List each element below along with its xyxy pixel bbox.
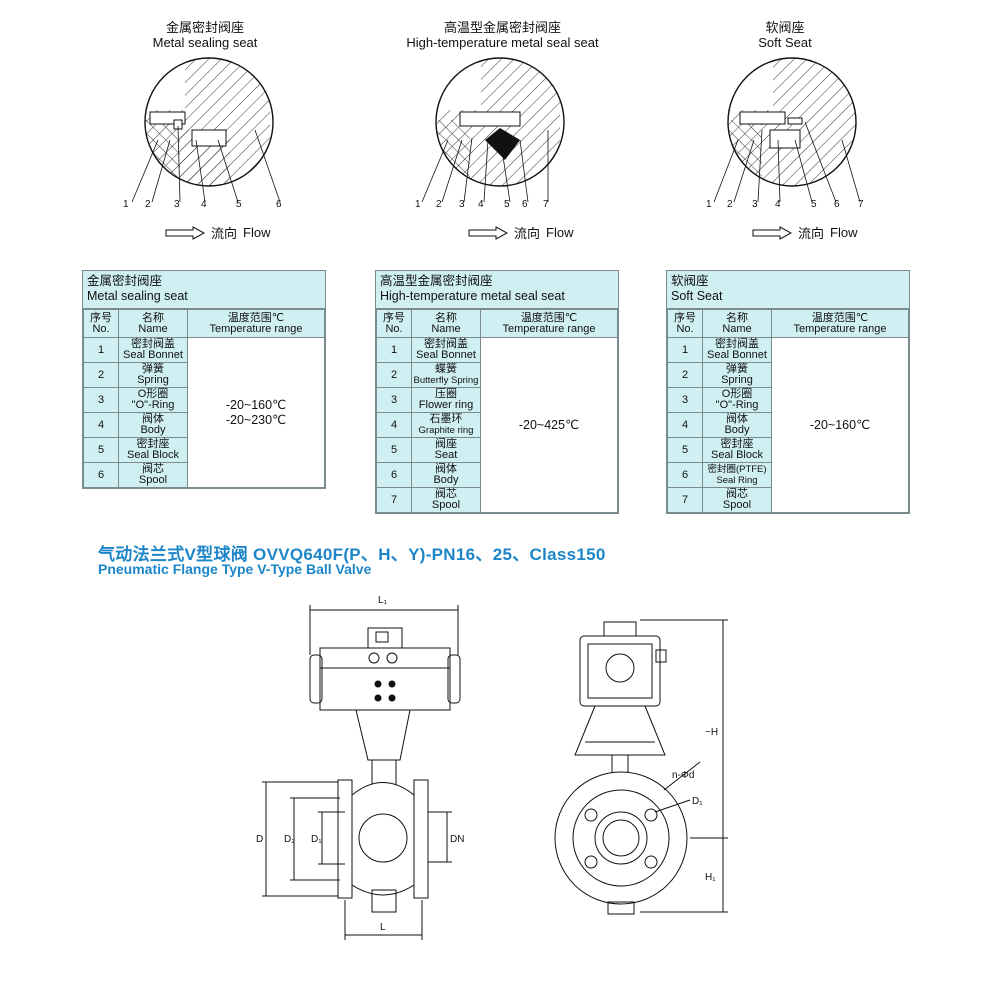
- detail1-caption: 金属密封阀座 Metal sealing seat: [130, 20, 280, 50]
- detail3-title-cn: 软阀座: [765, 20, 805, 35]
- dim-D: D: [256, 834, 263, 845]
- detail2-flow: 流向 Flow: [468, 223, 573, 242]
- product-title-en: Pneumatic Flange Type V-Type Ball Valve: [98, 561, 372, 577]
- dim-D2: D₂: [284, 834, 295, 845]
- detail1-flow-en: Flow: [243, 225, 271, 240]
- valve-drawings: L₁ D D₂ D₁ DN L ~H H₁ n-Φd D₁: [256, 595, 728, 940]
- dim-L: L: [380, 922, 386, 933]
- detail2-num-6: 6: [522, 199, 528, 210]
- detail1-num-4: 4: [201, 199, 207, 210]
- valve-side-view: [554, 619, 728, 915]
- dim-nd: n-Φd: [672, 770, 694, 781]
- detail2-num-2: 2: [436, 199, 442, 210]
- detail1-flow-cn: 流向: [211, 226, 238, 241]
- detail2-num-4: 4: [478, 199, 484, 210]
- table-high-temp-seat: 高温型金属密封阀座 High-temperature metal seal se…: [375, 270, 619, 514]
- detail2-title-cn: 高温型金属密封阀座: [443, 20, 561, 35]
- detail3-flow-cn: 流向: [798, 226, 825, 241]
- table2-temp: -20~425℃: [480, 337, 618, 513]
- detail2-num-1: 1: [415, 199, 421, 210]
- detail1-flow: 流向 Flow: [165, 223, 270, 242]
- detail1-title-en: Metal sealing seat: [152, 35, 258, 50]
- detail1-num-2: 2: [145, 199, 151, 210]
- detail-metal-seat: 1 2 3 4 5 6: [123, 57, 282, 210]
- detail3-num-1: 1: [706, 199, 712, 210]
- detail3-caption: 软阀座 Soft Seat: [735, 20, 835, 50]
- dim-H: ~H: [705, 727, 718, 738]
- table3-title: 软阀座 Soft Seat: [667, 271, 909, 309]
- detail2-num-7: 7: [543, 199, 549, 210]
- dim-H1: H₁: [705, 872, 716, 883]
- detail1-num-1: 1: [123, 199, 129, 210]
- detail1-num-5: 5: [236, 199, 242, 210]
- detail3-title-en: Soft Seat: [758, 35, 812, 50]
- detail1-num-3: 3: [174, 199, 180, 210]
- detail3-num-7: 7: [858, 199, 864, 210]
- table1-temp: -20~160℃-20~230℃: [187, 337, 325, 488]
- table2-title: 高温型金属密封阀座 High-temperature metal seal se…: [376, 271, 618, 309]
- detail2-num-5: 5: [504, 199, 510, 210]
- detail3-num-6: 6: [834, 199, 840, 210]
- table3-temp: -20~160℃: [771, 337, 909, 513]
- detail-soft-seat: 1 2 3 4 5 6 7: [706, 57, 864, 210]
- detail2-title-en: High-temperature metal seal seat: [406, 35, 599, 50]
- detail3-num-5: 5: [811, 199, 817, 210]
- detail-high-temp-seat: 1 2 3 4 5 6 7: [415, 57, 565, 210]
- valve-front-view: [262, 605, 461, 940]
- dim-D1-side: D₁: [311, 834, 322, 845]
- detail2-num-3: 3: [459, 199, 465, 210]
- detail2-flow-cn: 流向: [514, 226, 541, 241]
- detail1-title-cn: 金属密封阀座: [165, 20, 244, 35]
- flow-arrow-icon: [165, 225, 205, 240]
- detail3-flow: 流向 Flow: [752, 223, 857, 242]
- detail3-num-2: 2: [727, 199, 733, 210]
- flow-arrow-icon: [752, 225, 792, 240]
- detail2-flow-en: Flow: [546, 225, 574, 240]
- detail3-num-3: 3: [752, 199, 758, 210]
- table1-title: 金属密封阀座 Metal sealing seat: [83, 271, 325, 309]
- dim-D1: D₁: [692, 796, 703, 807]
- detail3-num-4: 4: [775, 199, 781, 210]
- detail2-caption: 高温型金属密封阀座 High-temperature metal seal se…: [395, 20, 610, 50]
- dim-DN: DN: [450, 834, 464, 845]
- detail3-flow-en: Flow: [830, 225, 858, 240]
- flow-arrow-icon: [468, 225, 508, 240]
- dim-L1: L₁: [378, 595, 388, 606]
- product-title-cn: 气动法兰式V型球阀 OVVQ640F(P、H、Y)-PN16、25、Class1…: [98, 545, 606, 564]
- detail-drawings: 1 2 3 4 5 6 1 2: [123, 57, 864, 210]
- detail1-num-6: 6: [276, 199, 282, 210]
